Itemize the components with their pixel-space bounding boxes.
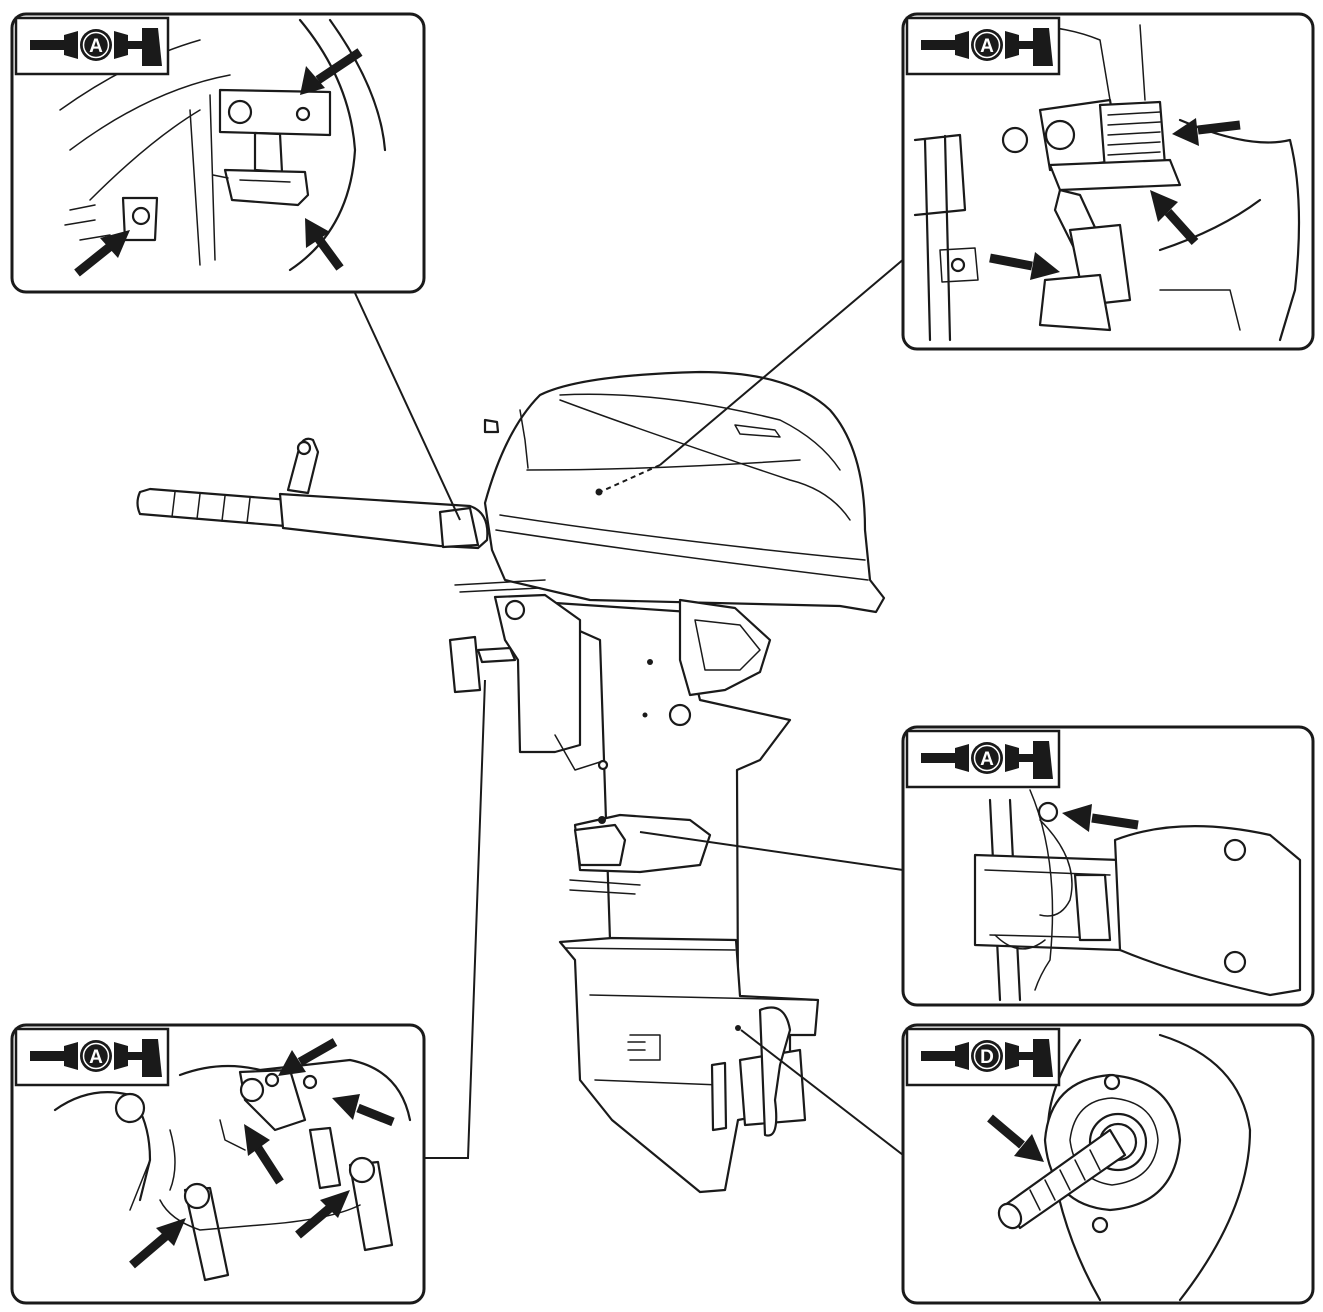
callout-middle-right-detail [973,789,1302,1002]
arrow-1 [1172,118,1241,146]
callout-middle-right: A [901,725,1315,1007]
callout-top-right: A [901,12,1315,351]
grease-type-badge: D [980,1047,994,1068]
arrow-1 [1062,804,1139,832]
leader-line-propeller [740,1029,904,1156]
arrow-3 [244,1124,284,1185]
callout-bottom-right: D [901,1023,1315,1305]
arrow-1 [278,1038,338,1076]
leader-line-cowling-dashed [599,464,661,493]
tiller-handle [136,437,489,550]
arrow-3 [989,252,1060,280]
grease-type-badge: A [980,749,994,770]
engine-midsection [448,579,792,1002]
grease-type-badge: A [980,36,994,57]
leader-line-tiller [354,292,461,521]
arrow-4 [295,1190,350,1239]
leader-line-bracket [425,679,486,1159]
arrow-1 [300,48,363,95]
callout-top-left: A [10,12,426,294]
outboard-motor [136,370,886,1194]
grease-type-badge: A [89,1047,103,1068]
lower-unit [558,936,820,1194]
callout-top-right-detail [913,24,1301,342]
arrow-1 [987,1114,1044,1162]
arrow-2 [305,218,344,271]
arrow-2 [332,1094,395,1127]
grease-type-badge: A [89,36,103,57]
leader-line-cowling [659,257,906,466]
callout-top-left-detail [59,18,387,272]
leader-lines [354,257,906,1159]
callout-bottom-left: A [10,1023,426,1305]
callout-bottom-left-detail [53,1058,412,1282]
arrow-3 [74,230,130,277]
leader-line-midsection [639,831,904,871]
arrow-5 [129,1218,186,1269]
engine-cowling [483,370,886,614]
arrow-2 [1150,190,1199,246]
callout-bottom-right-detail [997,1033,1252,1302]
